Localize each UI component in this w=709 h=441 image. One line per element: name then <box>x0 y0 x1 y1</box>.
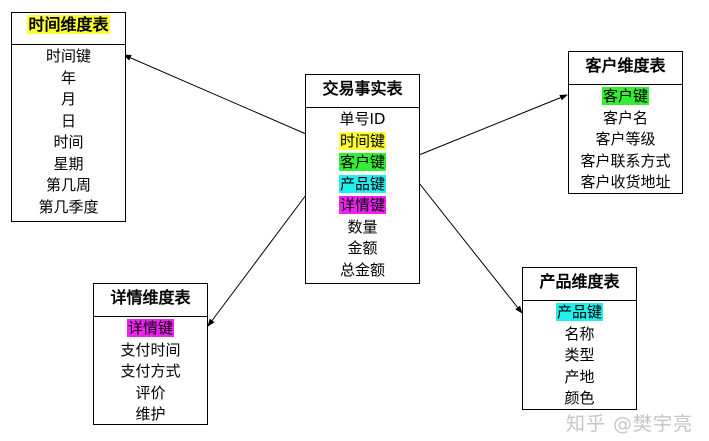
field-label: 客户等级 <box>595 130 656 148</box>
link-fact-to-customer <box>418 94 568 156</box>
field-label: 客户键 <box>601 87 649 105</box>
table-field: 产品键 <box>523 302 636 324</box>
table-field: 产地 <box>523 367 636 389</box>
field-list: 客户键客户名客户等级客户联系方式客户收货地址 <box>569 85 682 194</box>
field-label: 总金额 <box>339 260 385 279</box>
product-dimension-table: 产品维度表 产品键名称类型产地颜色 <box>522 267 637 410</box>
field-label: 客户名 <box>602 108 648 127</box>
table-field: 年 <box>12 68 125 90</box>
table-field: 支付方式 <box>94 361 207 383</box>
table-field: 详情键 <box>94 318 207 340</box>
table-title: 产品维度表 <box>539 272 620 291</box>
table-header: 产品维度表 <box>523 268 636 301</box>
table-header: 时间维度表 <box>12 13 125 45</box>
field-label: 产地 <box>564 367 595 386</box>
table-title: 详情维度表 <box>110 288 191 307</box>
field-label: 详情键 <box>126 319 174 337</box>
table-title: 交易事实表 <box>322 79 403 98</box>
field-label: 详情键 <box>338 196 386 214</box>
table-field: 名称 <box>523 324 636 346</box>
table-field: 详情键 <box>306 195 419 217</box>
field-label: 时间键 <box>45 47 91 65</box>
table-field: 维护 <box>94 404 207 426</box>
table-field: 类型 <box>523 345 636 367</box>
table-field: 第几周 <box>12 175 125 197</box>
field-label: 产品键 <box>338 174 386 193</box>
field-label: 第几季度 <box>38 197 99 216</box>
table-field: 第几季度 <box>12 197 125 219</box>
table-field: 金额 <box>306 238 419 260</box>
field-label: 金额 <box>347 239 378 257</box>
table-field: 颜色 <box>523 388 636 410</box>
table-title: 时间维度表 <box>27 15 110 34</box>
field-list: 单号ID 时间键客户键产品键详情键数量金额总金额 <box>306 108 419 281</box>
table-field: 时间键 <box>306 131 419 153</box>
field-list: 详情键支付时间支付方式评价维护 <box>94 317 207 426</box>
field-label: 客户收货地址 <box>580 173 671 191</box>
field-label: 类型 <box>564 346 595 364</box>
table-field: 支付时间 <box>94 340 207 362</box>
field-label: 客户键 <box>338 153 386 171</box>
table-field: 客户等级 <box>569 129 682 151</box>
time-dimension-table: 时间维度表 时间键年月日时间星期第几周第几季度 <box>11 12 126 222</box>
field-label: 时间 <box>53 133 84 151</box>
table-field: 数量 <box>306 217 419 239</box>
detail-dimension-table: 详情维度表 详情键支付时间支付方式评价维护 <box>93 283 208 425</box>
table-field: 客户联系方式 <box>569 151 682 173</box>
table-field: 时间键 <box>12 46 125 68</box>
table-field: 星期 <box>12 154 125 176</box>
table-field: 月 <box>12 89 125 111</box>
table-field: 评价 <box>94 383 207 405</box>
link-fact-to-product <box>418 182 523 314</box>
field-list: 产品键名称类型产地颜色 <box>523 301 636 410</box>
field-list: 时间键年月日时间星期第几周第几季度 <box>12 45 125 218</box>
table-header: 客户维度表 <box>569 52 682 85</box>
table-field: 客户名 <box>569 108 682 130</box>
field-label: 星期 <box>53 154 84 173</box>
table-field: 客户键 <box>569 86 682 108</box>
table-field: 单号ID <box>306 109 419 131</box>
table-title: 客户维度表 <box>585 56 666 75</box>
table-header: 交易事实表 <box>306 75 419 108</box>
link-fact-to-time <box>123 54 307 135</box>
field-label: 维护 <box>135 405 166 423</box>
field-label: 时间键 <box>338 131 386 150</box>
table-field: 日 <box>12 111 125 133</box>
field-label: 支付方式 <box>120 362 181 380</box>
link-fact-to-detail <box>207 194 307 327</box>
table-field: 总金额 <box>306 260 419 282</box>
field-label: 产品键 <box>555 303 603 321</box>
customer-dimension-table: 客户维度表 客户键客户名客户等级客户联系方式客户收货地址 <box>568 51 683 194</box>
table-field: 客户键 <box>306 152 419 174</box>
table-field: 产品键 <box>306 174 419 196</box>
field-label: 单号ID <box>339 110 386 128</box>
field-label: 月 <box>60 90 76 108</box>
field-label: 第几周 <box>45 176 91 194</box>
field-label: 年 <box>60 68 76 87</box>
fact-table: 交易事实表 单号ID 时间键客户键产品键详情键数量金额总金额 <box>305 74 420 284</box>
field-label: 评价 <box>135 383 166 402</box>
table-header: 详情维度表 <box>94 284 207 317</box>
field-label: 名称 <box>564 324 595 343</box>
field-label: 颜色 <box>564 389 595 407</box>
table-field: 时间 <box>12 132 125 154</box>
field-label: 支付时间 <box>120 340 181 359</box>
watermark: 知乎 @樊宇亮 <box>566 413 694 435</box>
field-label: 数量 <box>347 217 378 236</box>
field-label: 客户联系方式 <box>580 151 671 170</box>
field-label: 日 <box>60 111 76 130</box>
table-field: 客户收货地址 <box>569 172 682 194</box>
